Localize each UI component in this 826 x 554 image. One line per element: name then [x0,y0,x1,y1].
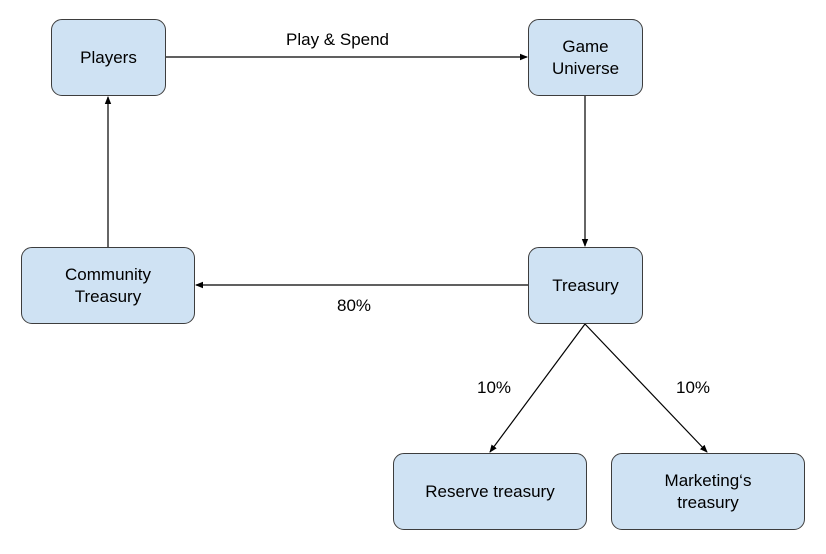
edge-label-marketing-percent: 10% [676,378,711,397]
node-players: Players [51,19,166,96]
edge-treasury-to-marketing [584,323,708,453]
node-treasury-label: Treasury [552,275,619,295]
node-game-universe: Game Universe [528,19,643,96]
node-players-label: Players [80,47,137,67]
node-treasury: Treasury [528,247,643,324]
node-marketing-treasury-label: Marketing‘s treasury [664,470,752,512]
edge-label-80-percent: 80% [337,296,372,315]
node-community-treasury-label: Community Treasury [65,264,151,306]
node-reserve-treasury-label: Reserve treasury [425,481,555,501]
edge-label-play-spend: Play & Spend [286,30,390,49]
node-game-universe-label: Game Universe [551,36,620,78]
edge-treasury-to-reserve [489,323,586,453]
node-marketing-treasury: Marketing‘s treasury [611,453,805,530]
node-community-treasury: Community Treasury [21,247,195,324]
edge-label-reserve-percent: 10% [477,378,512,397]
node-reserve-treasury: Reserve treasury [393,453,587,530]
